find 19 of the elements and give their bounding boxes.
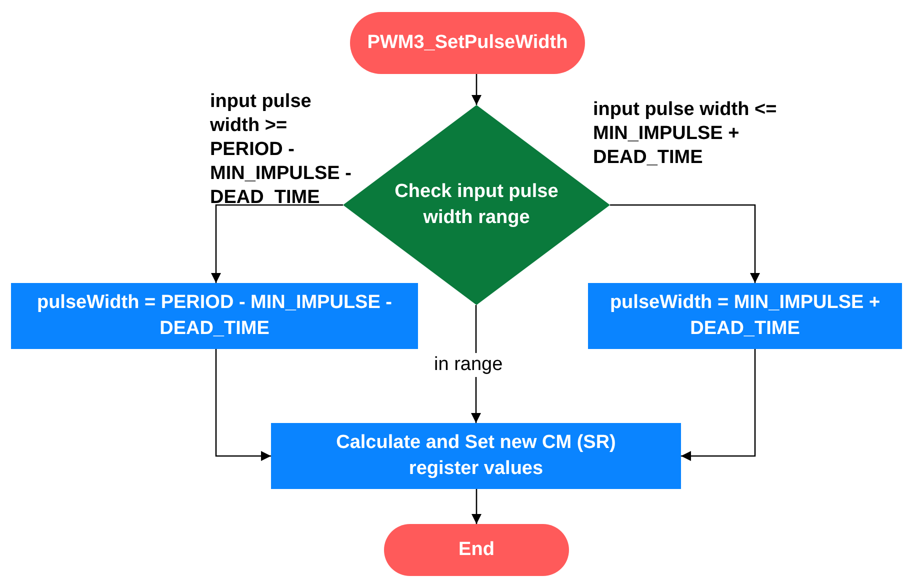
node-label: Calculate and Set new CM (SR) register values xyxy=(335,431,617,481)
edge-label: input pulse width >= PERIOD - MIN_IMPULSE - DEAD_TIME xyxy=(210,90,352,210)
terminal-shape xyxy=(384,524,569,576)
arrow xyxy=(211,204,343,283)
process-box xyxy=(11,283,418,349)
edge-label: input pulse width <= MIN_IMPULSE + DEAD_TIME xyxy=(593,98,778,170)
node-label: End xyxy=(458,538,494,562)
process-box xyxy=(271,423,681,489)
arrow xyxy=(215,349,271,461)
node-label: Check input pulse width range xyxy=(394,180,560,230)
process-box xyxy=(588,283,902,349)
arrow xyxy=(472,489,482,524)
edge-label: in range xyxy=(432,353,505,377)
node-label: PWM3_SetPulseWidth xyxy=(367,31,568,55)
node-label: pulseWidth = MIN_IMPULSE + DEAD_TIME xyxy=(608,291,882,341)
node-label: pulseWidth = PERIOD - MIN_IMPULSE - DEAD_TIME xyxy=(36,291,394,341)
arrow xyxy=(610,204,760,283)
arrow xyxy=(681,349,756,461)
arrow xyxy=(472,74,482,105)
